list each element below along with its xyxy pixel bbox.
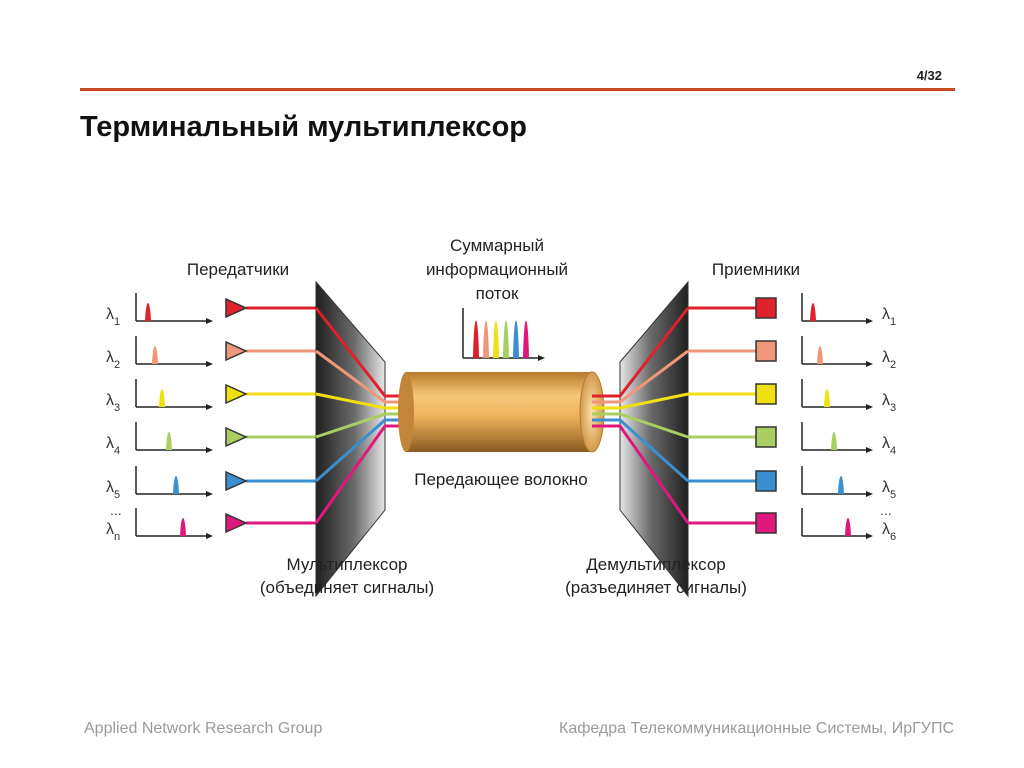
demux-fan-line	[592, 418, 690, 483]
lambda-label-right: λ1	[882, 306, 896, 328]
demux-label-line-2: (разъединяет сигналы)	[565, 578, 747, 597]
transmitter-triangle	[225, 383, 248, 405]
receivers-label: Приемники	[712, 260, 800, 279]
right-ellipsis: ...	[880, 502, 892, 518]
demux-label-line-1: Демультиплексор	[586, 555, 726, 574]
spectrum-peak	[831, 432, 837, 450]
spectrum-peak	[838, 476, 844, 494]
lambda-label-left: λ4	[106, 435, 120, 457]
transmitter-triangle	[225, 340, 248, 362]
spectrum-peak	[145, 303, 151, 321]
stream-spectrum-peak	[493, 320, 499, 358]
receiver-square	[755, 340, 777, 362]
receiver-square	[755, 426, 777, 448]
fiber-cable	[398, 371, 605, 453]
stream-spectrum-peak	[483, 320, 489, 358]
spectrum-peak	[817, 346, 823, 364]
spectrum-peak	[180, 518, 186, 536]
left-ellipsis: ...	[110, 502, 122, 518]
lambda-label-left: λ3	[106, 392, 120, 414]
stream-spectrum-peak	[513, 320, 519, 358]
spectrum-peak	[824, 389, 830, 407]
lambda-label-right: λ3	[882, 392, 896, 414]
multiplexer-block	[315, 280, 386, 598]
stream-label-line-3: поток	[476, 284, 519, 303]
stream-label-line-1: Суммарный	[450, 236, 544, 255]
stream-spectrum-peak	[523, 320, 529, 358]
demux-fan-line	[592, 412, 689, 439]
slide-title: Терминальный мультиплексор	[80, 111, 527, 143]
footer-department: Кафедра Телекоммуникационные Системы, Ир…	[559, 720, 954, 737]
spectrum-peak	[810, 303, 816, 321]
demux-fan-line	[592, 307, 690, 398]
demux-fan-line	[592, 424, 690, 524]
lambda-label-right: λ4	[882, 435, 896, 457]
stream-spectrum-peak	[503, 320, 509, 358]
demultiplexer-block	[619, 280, 689, 598]
lambda-label-left: λ5	[106, 479, 120, 501]
spectrum-peak	[152, 346, 158, 364]
spectrum-peak	[166, 432, 172, 450]
transmitter-triangle	[225, 426, 248, 448]
spectrum-peak	[159, 389, 165, 407]
spectrum-peak	[173, 476, 179, 494]
stream-spectrum-peak	[473, 320, 479, 358]
transmitters-label: Передатчики	[187, 260, 289, 279]
lambda-label-left: λ1	[106, 306, 120, 328]
transmitter-triangle	[225, 470, 248, 492]
transmitter-triangle	[225, 512, 248, 534]
footer-group-name: Applied Network Research Group	[84, 720, 323, 737]
lambda-label-left: λn	[106, 521, 120, 543]
receiver-square	[755, 297, 777, 319]
demux-fan-line	[592, 392, 689, 410]
receiver-square	[755, 383, 777, 405]
demux-output-lines	[688, 306, 756, 525]
mux-label-line-1: Мультиплексор	[286, 555, 407, 574]
lambda-label-right: λ6	[882, 521, 896, 543]
spectrum-peak	[845, 518, 851, 536]
page-number: 4/32	[916, 68, 942, 83]
transmitter-triangle	[225, 297, 248, 319]
receiver-square	[755, 470, 777, 492]
mux-input-lines	[246, 306, 316, 525]
lambda-label-right: λ5	[882, 479, 896, 501]
demux-fan-line	[592, 349, 689, 404]
receiver-square	[755, 512, 777, 534]
lambda-label-left: λ2	[106, 349, 120, 371]
mux-label-line-2: (объединяет сигналы)	[260, 578, 434, 597]
fiber-label: Передающее волокно	[414, 470, 588, 489]
lambda-label-right: λ2	[882, 349, 896, 371]
header-rule	[80, 88, 955, 91]
stream-label-line-2: информационный	[426, 260, 568, 279]
